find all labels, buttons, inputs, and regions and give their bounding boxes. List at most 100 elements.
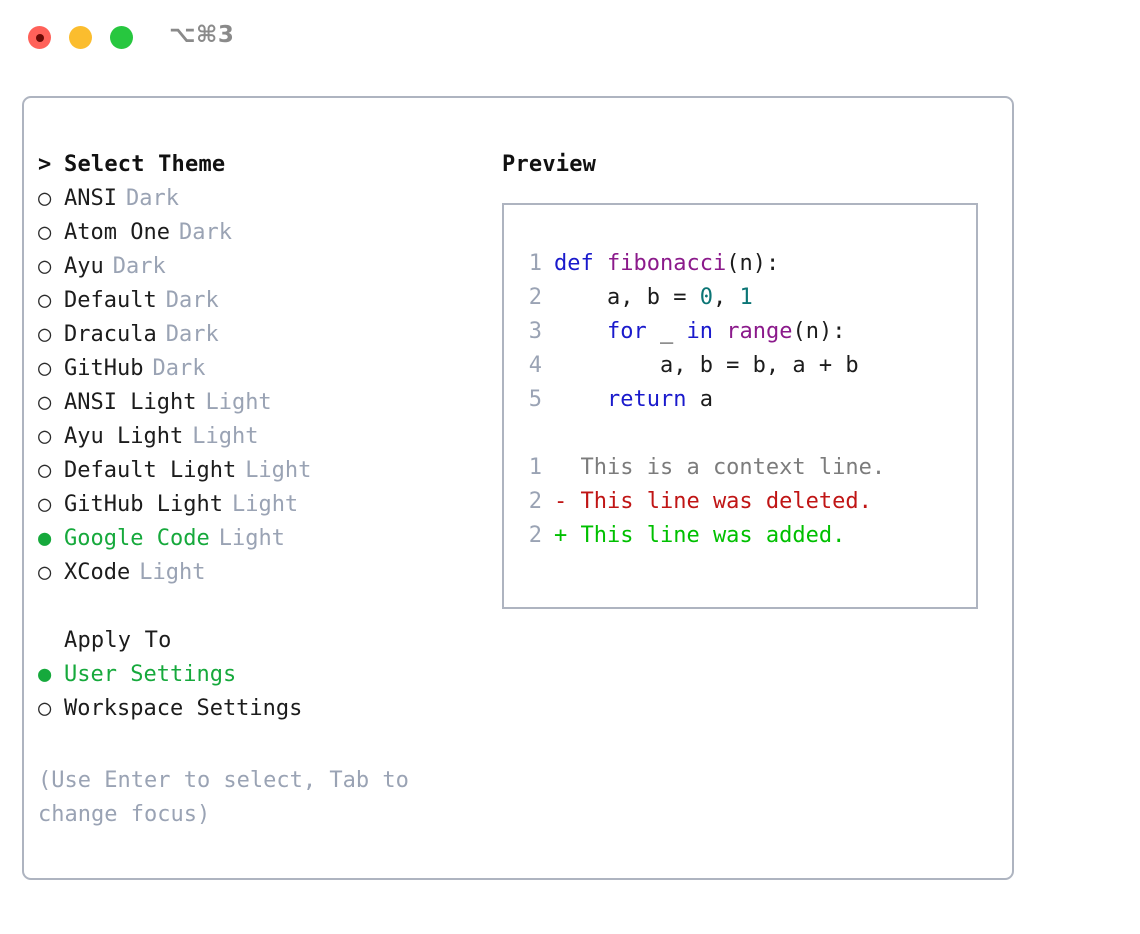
radio-unselected-icon[interactable]: ○ [38, 288, 52, 313]
code-token: fibonacci [606, 251, 727, 276]
theme-variant-tag: Dark [165, 322, 219, 347]
radio-unselected-icon[interactable]: ○ [38, 220, 52, 245]
code-token: range [726, 319, 793, 344]
theme-list-item[interactable]: ○ Ayu Dark [38, 250, 468, 284]
diff-line: 1 This is a context line. [516, 451, 885, 485]
theme-name-label: GitHub Light [64, 492, 223, 517]
apply-to-label: User Settings [64, 662, 237, 687]
code-text: a, b = 0, 1 [554, 281, 753, 315]
radio-unselected-icon[interactable]: ○ [38, 492, 52, 517]
select-theme-header: > Select Theme [38, 148, 468, 182]
apply-to-item[interactable]: ● User Settings [38, 658, 468, 692]
radio-unselected-icon[interactable]: ○ [38, 458, 52, 483]
theme-list-item[interactable]: ● Google Code Light [38, 522, 468, 556]
theme-name-label: Atom One [64, 220, 170, 245]
code-token: (n): [726, 251, 780, 276]
code-line: 5 return a [516, 383, 885, 417]
radio-selected-icon[interactable]: ● [38, 526, 52, 551]
theme-list-item[interactable]: ○ XCode Light [38, 556, 468, 590]
diff-text: + This line was added. [554, 523, 846, 548]
apply-to-header: > Apply To [38, 624, 468, 658]
radio-unselected-icon[interactable]: ○ [38, 390, 52, 415]
theme-variant-tag: Dark [112, 254, 166, 279]
code-token [713, 319, 726, 344]
apply-to-label: Workspace Settings [64, 696, 303, 721]
code-token: a [686, 387, 713, 412]
code-line: 3 for _ in range(n): [516, 315, 885, 349]
radio-unselected-icon[interactable]: ○ [38, 696, 52, 721]
theme-variant-tag: Dark [165, 288, 219, 313]
list-spacer [38, 590, 468, 624]
radio-unselected-icon[interactable]: ○ [38, 424, 52, 449]
code-token: for [606, 319, 647, 344]
code-text: for _ in range(n): [554, 315, 845, 349]
line-number: 2 [528, 523, 542, 548]
theme-list-item[interactable]: ○ ANSI Dark [38, 182, 468, 216]
radio-unselected-icon[interactable]: ○ [38, 254, 52, 279]
theme-variant-tag: Light [139, 560, 206, 585]
theme-variant-tag: Light [231, 492, 299, 517]
preview-title: Preview [502, 152, 597, 177]
code-line: 1 def fibonacci(n): [516, 247, 885, 281]
code-token: 1 [739, 285, 753, 310]
keyboard-hint: (Use Enter to select, Tab to change focu… [38, 768, 409, 827]
theme-name-label: ANSI [64, 186, 117, 211]
radio-unselected-icon[interactable]: ○ [38, 356, 52, 381]
code-line: 2 a, b = 0, 1 [516, 281, 885, 315]
apply-to-item[interactable]: ○ Workspace Settings [38, 692, 468, 726]
line-number: 2 [528, 489, 542, 514]
theme-list-item[interactable]: ○ Atom One Dark [38, 216, 468, 250]
theme-name-label: Ayu [64, 254, 104, 279]
code-token [554, 387, 607, 412]
theme-variant-tag: Dark [125, 186, 179, 211]
diff-block: 1 This is a context line. 2 - This line wa… [516, 451, 885, 553]
theme-name-label: XCode [64, 560, 131, 585]
code-token: in [686, 319, 713, 344]
maximize-button[interactable] [110, 26, 133, 49]
code-token: return [606, 387, 687, 412]
theme-variant-tag: Light [218, 526, 285, 551]
apply-to-header-label: Apply To [64, 628, 172, 653]
preview-column: Preview [502, 148, 992, 182]
traffic-light-group [28, 26, 133, 49]
code-text: a, b = b, a + b [554, 349, 859, 383]
radio-unselected-icon[interactable]: ○ [38, 560, 52, 585]
theme-list-item[interactable]: ○ Dracula Dark [38, 318, 468, 352]
caret-placeholder-icon: > [38, 624, 64, 658]
theme-name-label: Ayu Light [64, 424, 184, 449]
radio-selected-icon[interactable]: ● [38, 662, 52, 687]
theme-name-label: Default [64, 288, 157, 313]
caret-icon: > [38, 152, 52, 177]
diff-line: 2 - This line was deleted. [516, 485, 885, 519]
radio-unselected-icon[interactable]: ○ [38, 186, 52, 211]
close-button[interactable] [28, 26, 51, 49]
code-line: 4 a, b = b, a + b [516, 349, 885, 383]
select-theme-header-label: Select Theme [64, 152, 226, 177]
theme-variant-tag: Light [245, 458, 312, 483]
code-token: def [554, 251, 607, 276]
radio-unselected-icon[interactable]: ○ [38, 322, 52, 347]
theme-name-label: Dracula [64, 322, 157, 347]
theme-variant-tag: Dark [178, 220, 232, 245]
line-number: 2 [528, 285, 542, 310]
line-number: 1 [528, 251, 542, 276]
code-text: def fibonacci(n): [554, 247, 779, 281]
diff-line: 2 + This line was added. [516, 519, 885, 553]
line-number: 1 [528, 455, 542, 480]
diff-text: - This line was deleted. [554, 489, 872, 514]
theme-list-item[interactable]: ○ GitHub Light Light [38, 488, 468, 522]
theme-name-label: Google Code [64, 526, 210, 551]
minimize-button[interactable] [69, 26, 92, 49]
theme-list-item[interactable]: ○ Default Dark [38, 284, 468, 318]
code-token: (n): [792, 319, 846, 344]
